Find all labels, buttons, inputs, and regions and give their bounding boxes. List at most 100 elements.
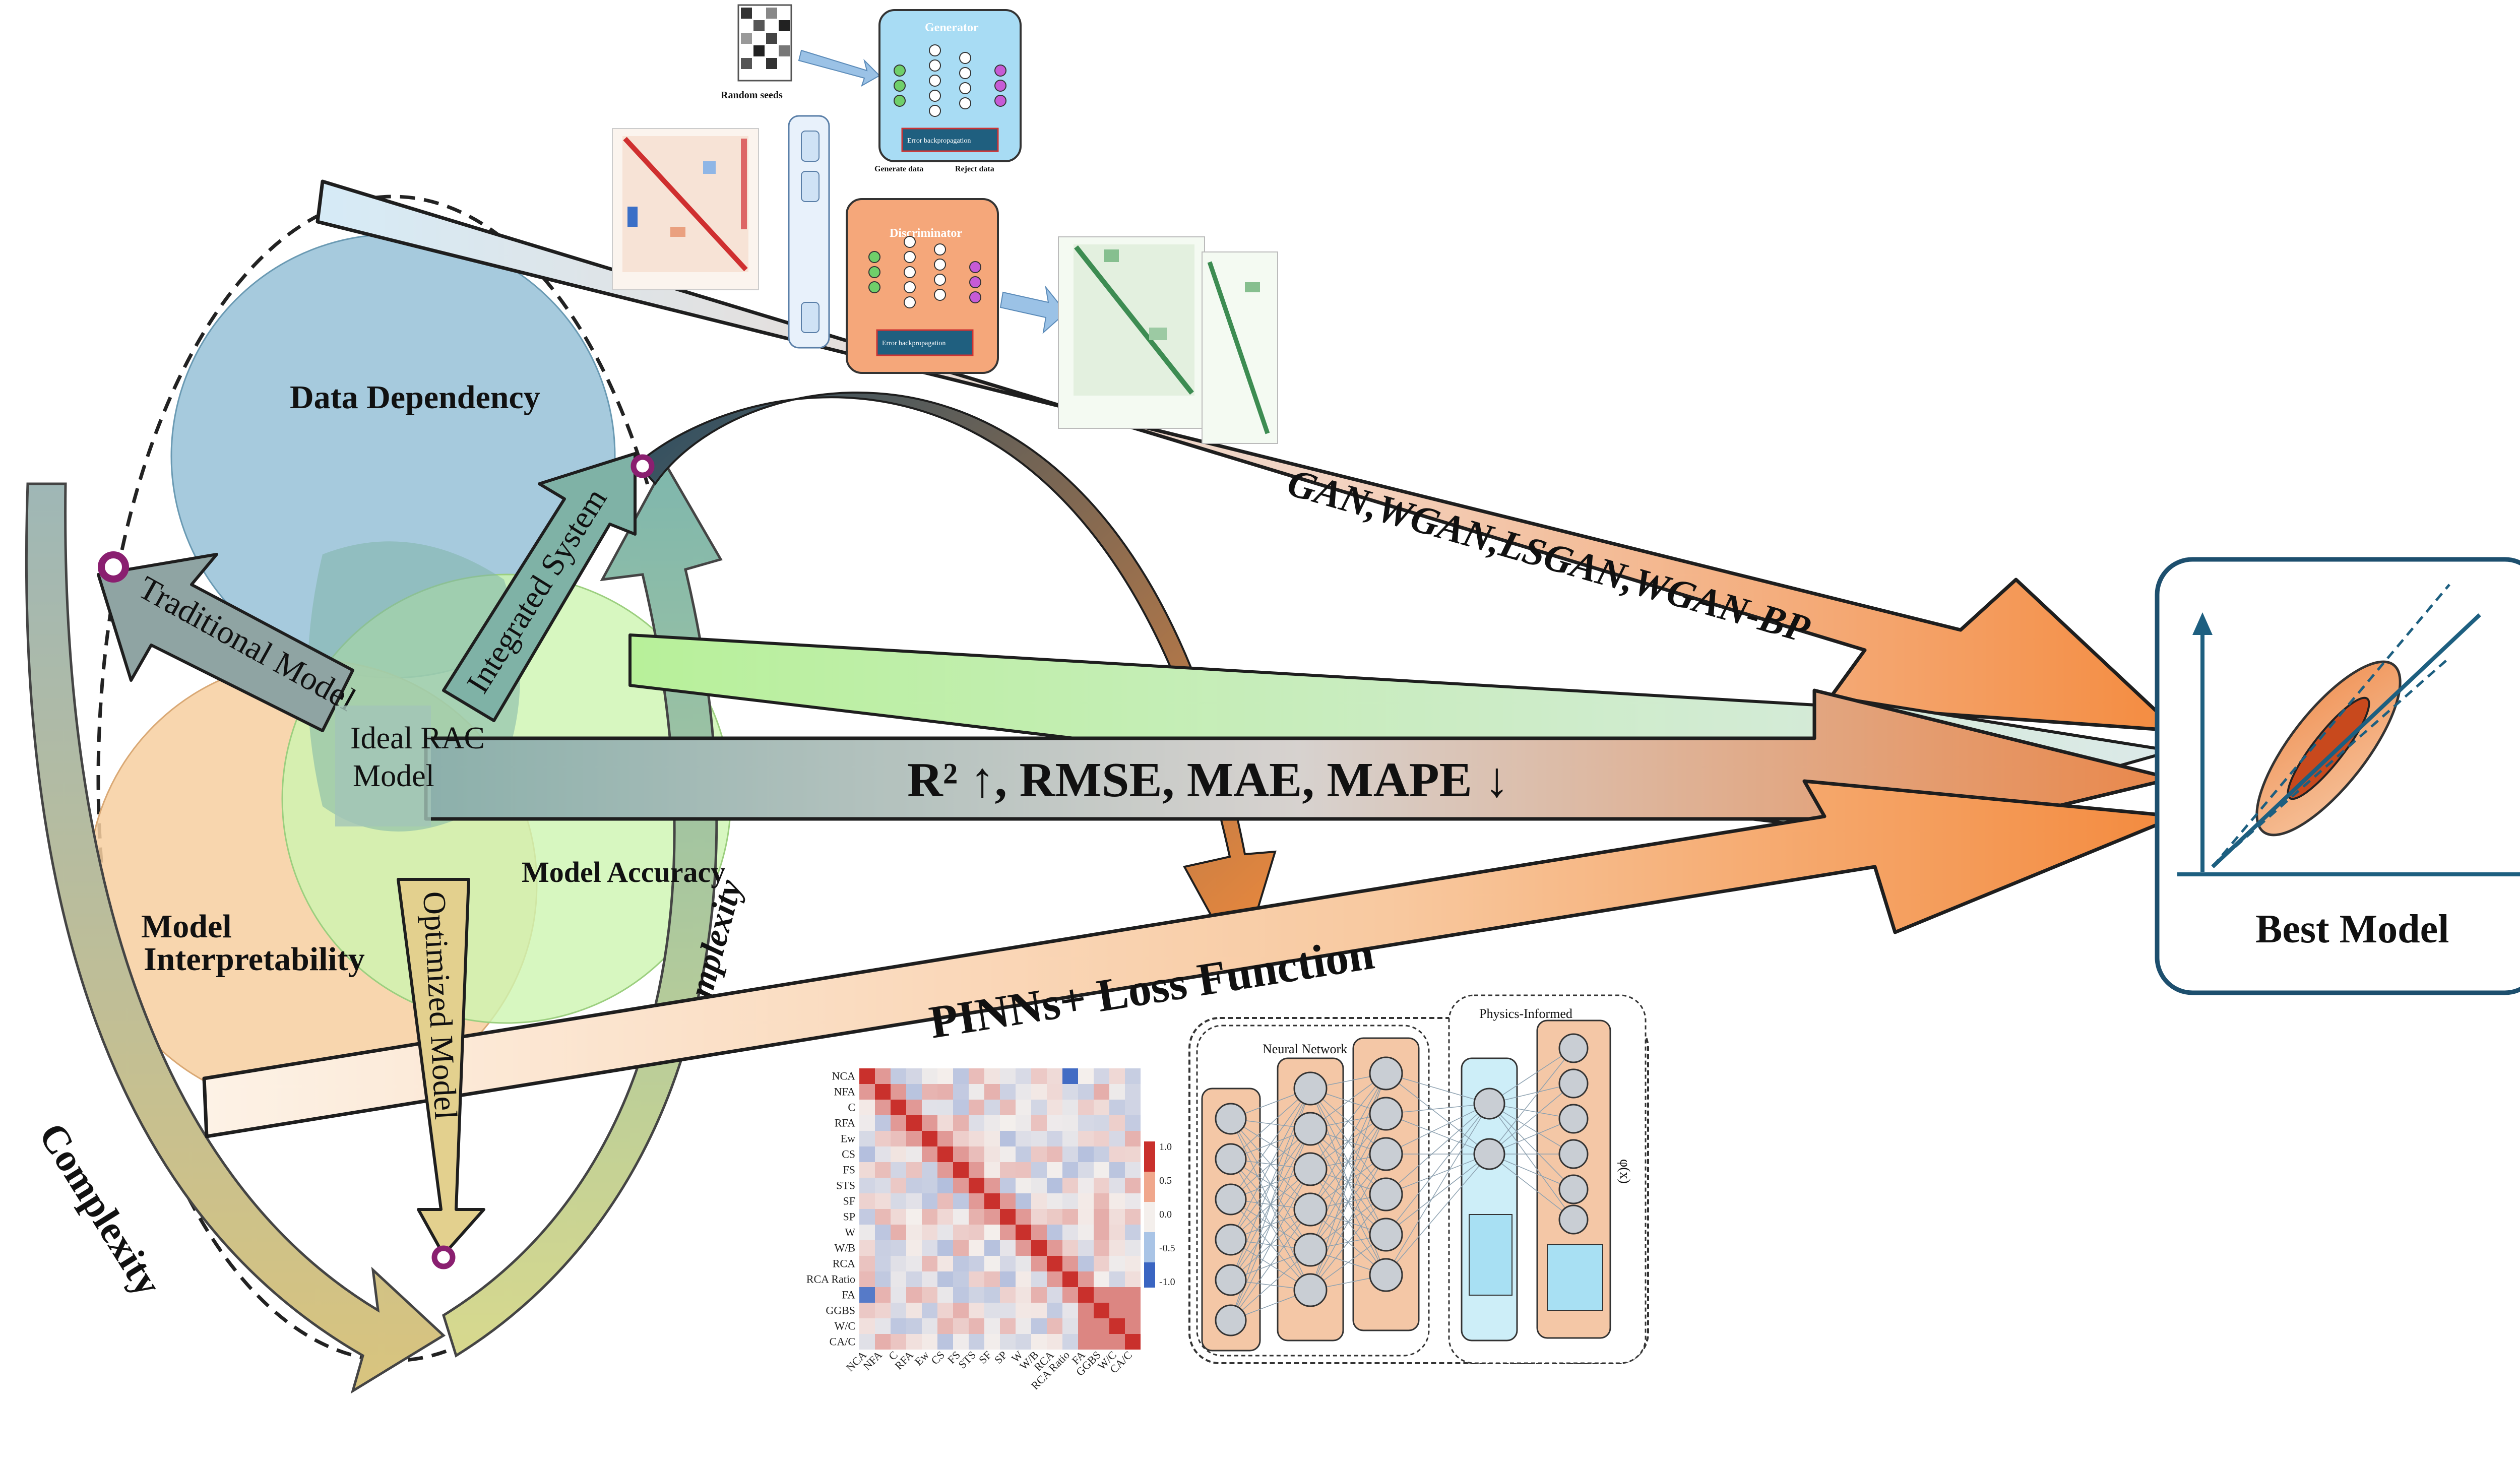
heatmap-cell — [1109, 1084, 1125, 1100]
heatmap-cell — [891, 1225, 906, 1240]
network-edge — [1489, 1048, 1574, 1155]
heatmap-cell — [984, 1256, 1000, 1271]
heatmap-cell — [1109, 1178, 1125, 1193]
heatmap-cell — [1094, 1240, 1109, 1256]
heatmap-cell — [859, 1068, 875, 1084]
network-node — [1558, 1104, 1589, 1134]
heatmap-cell — [1078, 1225, 1094, 1240]
network-node — [1293, 1112, 1328, 1146]
network-node — [1473, 1088, 1505, 1120]
network-node — [1369, 1177, 1403, 1211]
heatmap-cell — [1078, 1146, 1094, 1162]
heatmap-cell — [1047, 1068, 1062, 1084]
network-edge — [1310, 1194, 1387, 1291]
network-node — [1369, 1258, 1403, 1292]
model-accuracy-label: Model Accuracy — [522, 856, 725, 888]
heatmap-cell — [875, 1115, 891, 1131]
heatmap-cell — [1031, 1225, 1047, 1240]
heatmap-cell — [984, 1193, 1000, 1209]
heatmap-cell — [1000, 1271, 1016, 1287]
heatmap-cell — [1000, 1068, 1016, 1084]
heatmap-cell — [1062, 1193, 1078, 1209]
heatmap-cell — [1016, 1193, 1031, 1209]
heatmap-cell — [922, 1209, 937, 1225]
heatmap-cell — [875, 1193, 891, 1209]
heatmap-cell — [953, 1303, 969, 1318]
heatmap-cell — [891, 1162, 906, 1178]
generate-data-label: Generate data — [874, 165, 923, 173]
heatmap-cell — [953, 1115, 969, 1131]
traditional-model-arrow — [97, 551, 354, 732]
network-node — [1215, 1304, 1247, 1336]
heatmap-col-label: CS — [928, 1349, 947, 1367]
heatmap-cell — [969, 1287, 984, 1303]
heatmap-row-label: RFA — [835, 1116, 855, 1129]
heatmap-row-label: W/B — [834, 1241, 855, 1254]
heatmap-cell — [875, 1271, 891, 1287]
heatmap-cell — [1094, 1256, 1109, 1271]
fit-line — [2211, 613, 2481, 868]
heatmap-cell — [1125, 1225, 1141, 1240]
heatmap-row-label: FA — [842, 1288, 856, 1301]
heatmap-cell — [953, 1287, 969, 1303]
heatmap-cell — [859, 1318, 875, 1334]
heatmap-cell — [1031, 1287, 1047, 1303]
network-edge — [1385, 1103, 1490, 1195]
ideal-rac-label-line2: Model — [353, 759, 434, 793]
heatmap-cell — [937, 1303, 953, 1318]
heatmap-cell — [891, 1303, 906, 1318]
heatmap-cell — [1094, 1193, 1109, 1209]
heatmap-cell — [922, 1100, 937, 1115]
heatmap-cell — [1078, 1303, 1094, 1318]
heatmap-cell — [859, 1100, 875, 1115]
heatmap-cell — [1062, 1162, 1078, 1178]
heatmap-cell — [875, 1318, 891, 1334]
heatmap-cell — [1094, 1303, 1109, 1318]
heatmap-cell — [906, 1131, 922, 1146]
heatmap-cell — [984, 1115, 1000, 1131]
heatmap-cell — [937, 1193, 953, 1209]
heatmap-color-scale — [1144, 1141, 1155, 1288]
y-axis-arrowhead — [2192, 612, 2213, 635]
heatmap-cell — [953, 1334, 969, 1350]
heatmap-cell — [906, 1209, 922, 1225]
heatmap-cell — [984, 1146, 1000, 1162]
heatmap-cell — [969, 1146, 984, 1162]
heatmap-cell — [1062, 1100, 1078, 1115]
heatmap-cell — [875, 1084, 891, 1100]
physics-informed-label: Physics-Informed — [1479, 1006, 1572, 1021]
network-node — [1293, 1071, 1328, 1106]
network-node — [1558, 1139, 1589, 1169]
heatmap-cell — [969, 1303, 984, 1318]
heatmap-cell — [1125, 1318, 1141, 1334]
network-edge — [1310, 1154, 1387, 1291]
network-node — [1473, 1138, 1505, 1170]
heatmap-cell — [1016, 1178, 1031, 1193]
heatmap-cell — [922, 1271, 937, 1287]
heatmap-cell — [953, 1100, 969, 1115]
discriminator-label: Discriminator — [890, 227, 962, 240]
discriminator-network — [868, 236, 981, 308]
network-edge — [1230, 1088, 1311, 1160]
gan-output-heatmaps — [1058, 236, 1278, 444]
heatmap-cell — [906, 1271, 922, 1287]
heatmap-cell — [906, 1287, 922, 1303]
heatmap-cell — [937, 1068, 953, 1084]
heatmap-cell — [1109, 1256, 1125, 1271]
heatmap-scale-ticks: 1.00.50.0-0.5-1.0 — [1159, 1141, 1175, 1288]
heatmap-cell — [859, 1146, 875, 1162]
heatmap-cell — [1016, 1334, 1031, 1350]
network-node — [1293, 1152, 1328, 1186]
metrics-arrow-label: R² ↑, RMSE, MAE, MAPE ↓ — [907, 753, 1509, 807]
heatmap-cell — [1125, 1303, 1141, 1318]
heatmap-cell — [922, 1193, 937, 1209]
heatmap-cell — [953, 1256, 969, 1271]
heatmap-row-label: STS — [836, 1179, 855, 1191]
network-edge — [1489, 1103, 1574, 1220]
heatmap-row-label: CA/C — [830, 1335, 855, 1348]
network-edge — [1385, 1154, 1490, 1275]
heatmap-cell — [984, 1068, 1000, 1084]
heatmap-cell — [922, 1256, 937, 1271]
heatmap-cell — [922, 1068, 937, 1084]
